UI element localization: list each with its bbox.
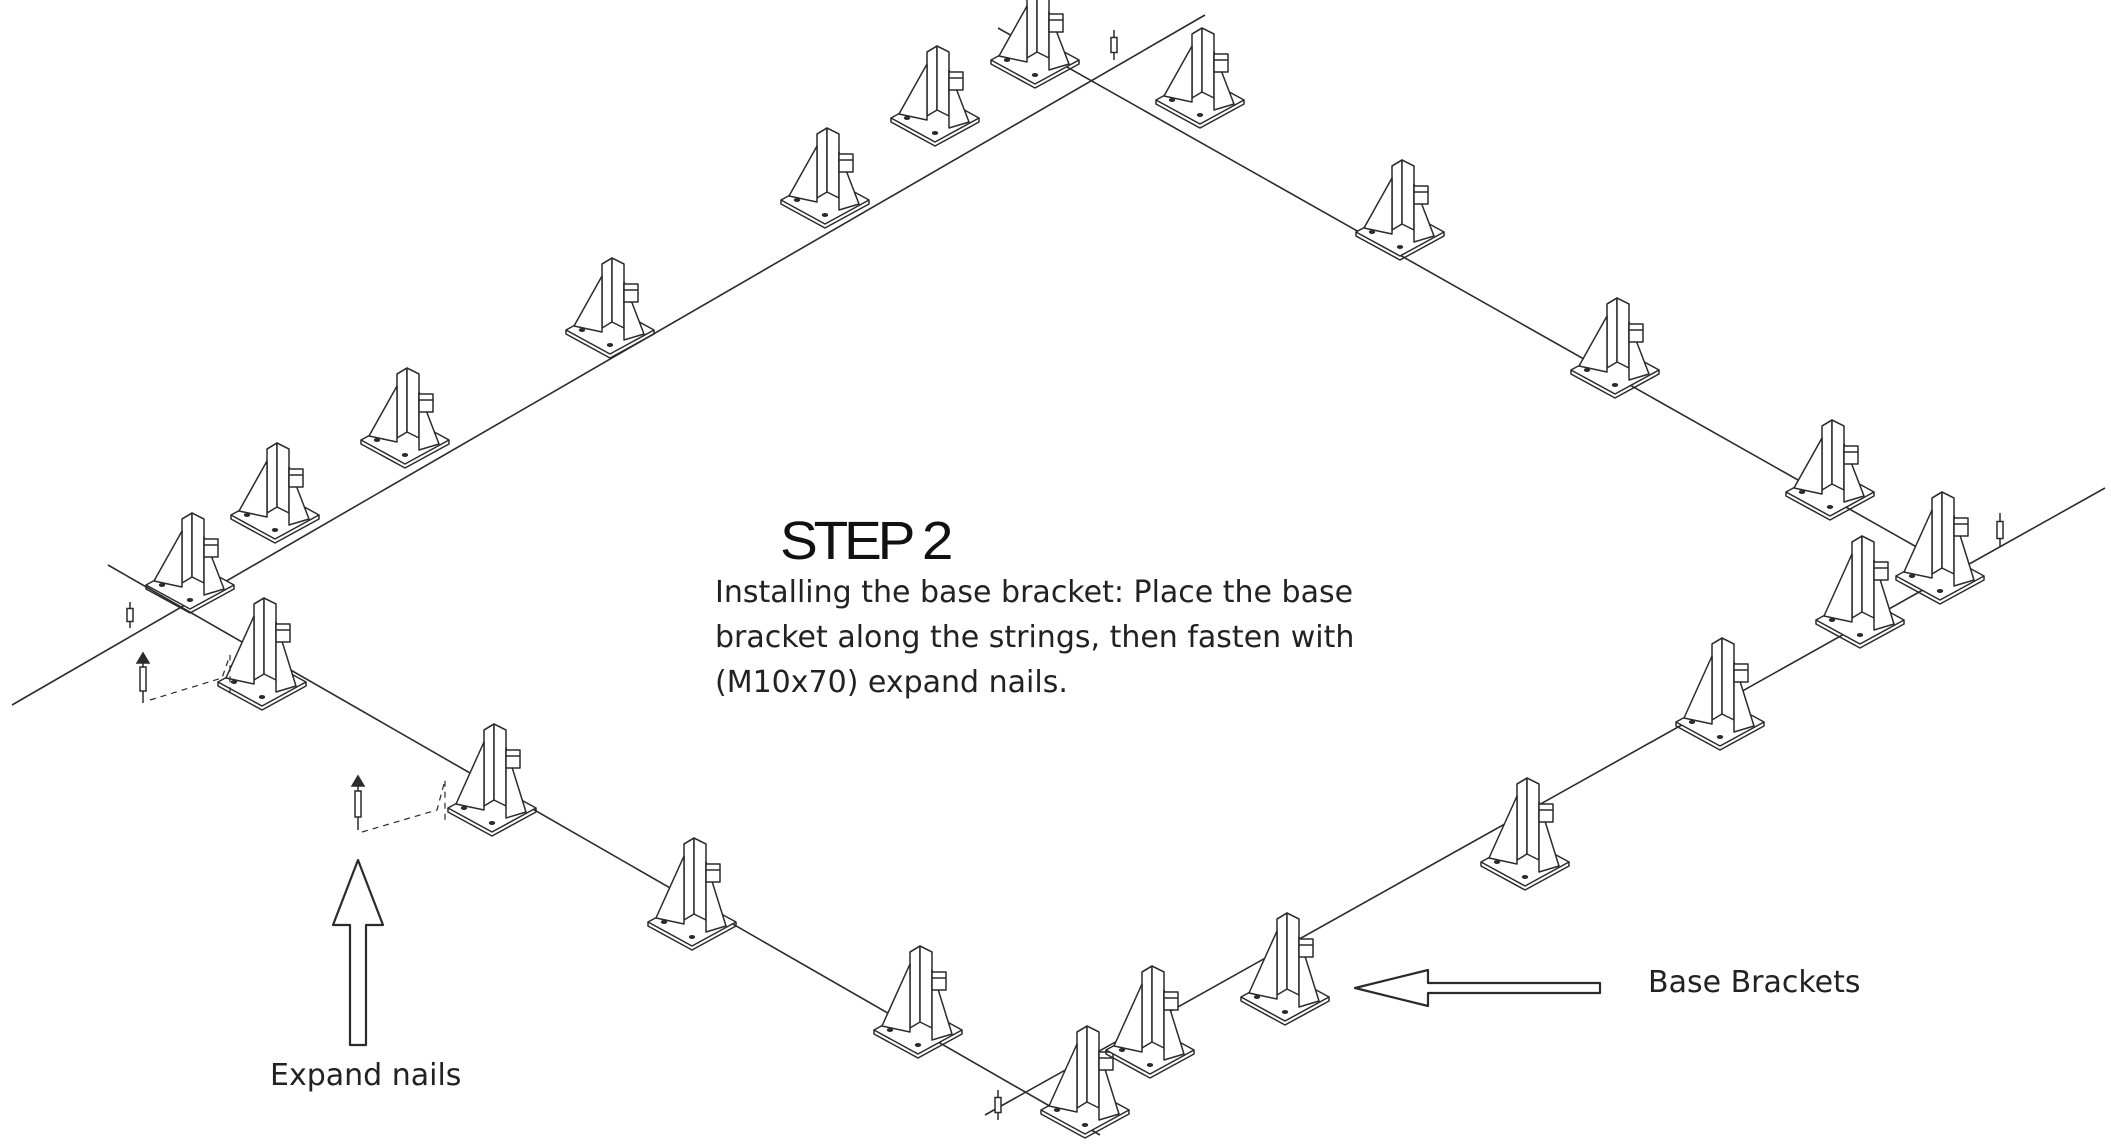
base-bracket: [145, 512, 235, 614]
base-bracket: [1815, 535, 1905, 649]
base-brackets-group: [145, 0, 1985, 1139]
base-bracket: [1155, 27, 1245, 129]
step-description-line: bracket along the strings, then fasten w…: [715, 620, 1355, 655]
base-bracket: [780, 127, 870, 229]
callout-arrows: [331, 858, 1602, 1047]
step-description: Installing the base bracket: Place the b…: [715, 570, 1395, 705]
base-bracket: [1355, 159, 1445, 261]
base-bracket: [217, 597, 307, 711]
base-bracket: [565, 257, 655, 359]
base-bracket: [1480, 777, 1570, 891]
expand-nail: [126, 602, 134, 628]
base-bracket: [1240, 912, 1330, 1026]
base-bracket: [230, 442, 320, 544]
step-description-line: Installing the base bracket: Place the b…: [715, 575, 1354, 610]
expand-nails-group: [126, 30, 2004, 1120]
expand-nails-arrow: [331, 858, 385, 1047]
base-bracket: [1675, 637, 1765, 751]
expand-nail: [994, 1090, 1002, 1120]
base-bracket: [447, 723, 537, 837]
base-bracket: [647, 837, 737, 951]
base-bracket: [1895, 491, 1985, 605]
base-bracket: [1105, 965, 1195, 1079]
step-title: STEP 2: [780, 511, 953, 571]
base-bracket: [1040, 1025, 1130, 1139]
base-brackets-label: Base Brackets: [1648, 965, 1861, 1000]
expand-nails-label: Expand nails: [270, 1058, 462, 1093]
expand-nail: [1110, 30, 1118, 60]
expand-nail: [1996, 513, 2004, 547]
base-bracket: [1785, 419, 1875, 521]
expand-nail: [350, 774, 366, 830]
base-bracket: [1570, 297, 1660, 399]
base-bracket: [990, 0, 1080, 89]
nail-guide-line: [149, 654, 231, 701]
base-brackets-arrow: [1353, 968, 1602, 1008]
base-bracket: [873, 945, 963, 1059]
base-bracket: [360, 367, 450, 469]
expand-nail: [135, 651, 151, 703]
base-bracket: [890, 45, 980, 147]
step-description-line: (M10x70) expand nails.: [715, 665, 1068, 700]
nail-guide-line: [361, 779, 446, 833]
